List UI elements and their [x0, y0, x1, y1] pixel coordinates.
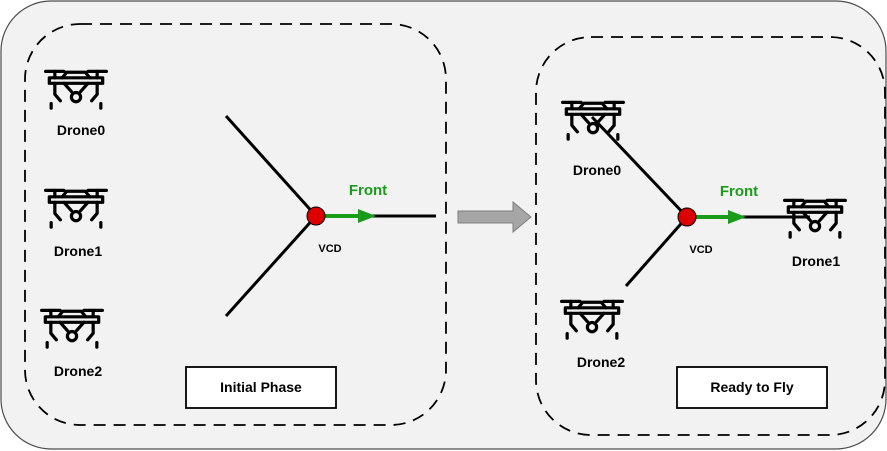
- initial-phase-title: Initial Phase: [220, 379, 302, 395]
- initial-phase-box: [185, 366, 337, 409]
- initial-front-arrowhead: [358, 209, 376, 223]
- initial-phase-panel: Drone0 Drone1 Drone2 VCD Front Initial P…: [24, 23, 447, 426]
- initial-drone0-label: Drone0: [57, 122, 105, 138]
- ready-phase-title: Ready to Fly: [710, 379, 793, 395]
- initial-arm-lower: [224, 214, 318, 318]
- ready-arm-lower: [624, 216, 689, 287]
- ready-phase-box: [676, 366, 828, 409]
- ready-drone2-label: Drone2: [577, 354, 625, 370]
- ready-phase-frame: [535, 36, 886, 436]
- ready-drone0-label: Drone0: [573, 162, 621, 178]
- initial-arm-upper: [224, 114, 318, 218]
- initial-drone1-label: Drone1: [54, 243, 102, 259]
- ready-phase-panel: VCD Front Drone0 Drone1 Drone2 Ready to …: [535, 36, 886, 436]
- transition-arrow: [457, 200, 532, 234]
- initial-drone2-label: Drone2: [54, 363, 102, 379]
- ready-vcd-point: [677, 207, 697, 227]
- ready-front-label: Front: [720, 183, 758, 200]
- ready-arm-upper: [590, 115, 689, 219]
- ready-vcd-label: VCD: [689, 244, 712, 256]
- initial-phase-frame: [24, 23, 447, 426]
- ready-front-arrowhead: [728, 210, 746, 224]
- initial-vcd-label: VCD: [318, 243, 341, 255]
- initial-front-label: Front: [349, 182, 387, 199]
- initial-vcd-point: [306, 206, 326, 226]
- ready-drone1-label: Drone1: [792, 253, 840, 269]
